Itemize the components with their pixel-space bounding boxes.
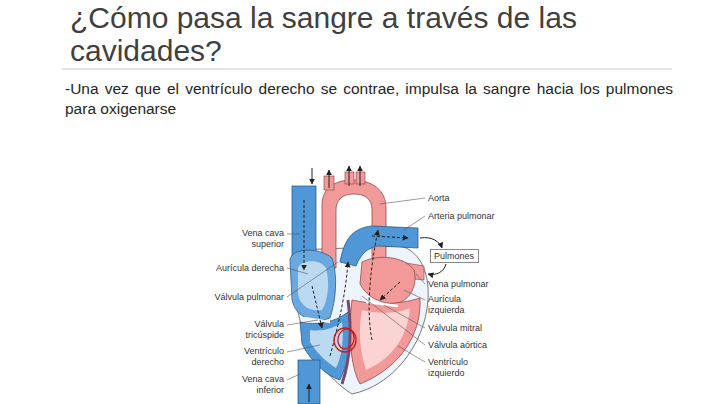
node-label: Pulmones	[434, 251, 475, 261]
part-label: Vena cava inferior	[232, 374, 284, 395]
atrium-lumen	[298, 261, 328, 310]
part-label: Arteria pulmonar	[428, 211, 518, 222]
part-label: Ventrículo derecho	[232, 346, 284, 367]
part-label: Válvula aórtica	[428, 340, 518, 351]
organ-box: Pulmones	[430, 249, 479, 263]
septum	[342, 300, 350, 384]
body-text: -Una vez que el ventrículo derecho se co…	[65, 79, 673, 119]
part-label: Aurícula izquierda	[428, 294, 476, 315]
red-highlight-circle	[334, 327, 356, 352]
part-label: Válvula pulmonar	[200, 292, 284, 303]
title-rule	[62, 69, 672, 70]
part-label: Aorta	[428, 193, 508, 204]
part-label: Válvula mitral	[428, 323, 518, 334]
part-label: Ventrículo izquierdo	[428, 357, 480, 378]
auricula-derecha	[290, 250, 336, 320]
flow-arrows	[304, 166, 446, 402]
heart-drawing	[290, 166, 446, 404]
auricula-izquierda	[360, 257, 415, 304]
ventriculo-izquierdo	[350, 298, 420, 384]
ventricle-lumen	[360, 308, 410, 370]
part-label: Válvula tricúspide	[232, 319, 284, 340]
part-label: Vena cava superior	[222, 228, 284, 249]
slide-title: ¿Cómo pasa la sangre a través de las cav…	[70, 1, 630, 67]
part-label: Aurícula derecha	[200, 263, 284, 274]
vena-cava-inferior	[298, 360, 320, 404]
leader-lines	[287, 198, 425, 380]
part-label: Vena pulmonar	[428, 279, 518, 290]
